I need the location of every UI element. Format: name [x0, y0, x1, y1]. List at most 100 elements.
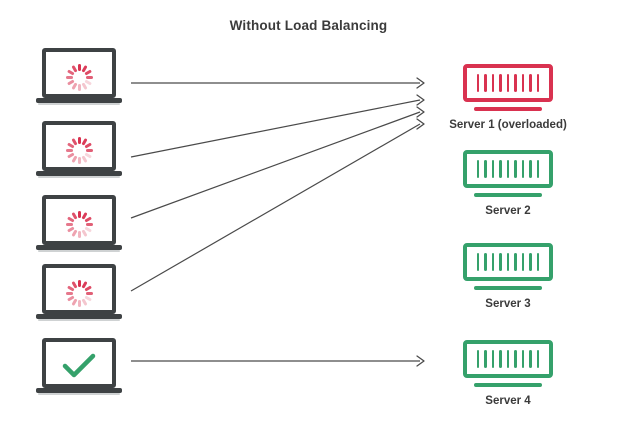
arrow-head [416, 118, 425, 130]
arrow-head [416, 106, 425, 118]
server-chassis [463, 64, 553, 102]
server-slot [536, 74, 540, 92]
arrow-shaft [130, 99, 421, 158]
server-slot [499, 160, 502, 178]
laptop-screen [42, 264, 116, 314]
page-title: Without Load Balancing [229, 18, 388, 33]
laptop-3 [36, 195, 122, 257]
server-stand [474, 286, 542, 290]
server-chassis [463, 150, 553, 188]
spinner-segment [77, 83, 81, 91]
spinner-segment [77, 210, 81, 218]
server-node-4: Server 4 [463, 340, 553, 407]
server-slot [476, 160, 480, 178]
arrow-1 [131, 77, 425, 89]
check-icon [62, 353, 96, 378]
laptop-foot-shadow [38, 393, 120, 395]
server-slot [521, 253, 525, 271]
laptop-foot-shadow [38, 250, 120, 252]
server-slot [506, 350, 510, 368]
laptop-base [36, 98, 122, 103]
laptop-foot-shadow [38, 103, 120, 105]
laptop-2 [36, 121, 122, 183]
laptop-foot-shadow [38, 176, 120, 178]
laptop-4 [36, 264, 122, 326]
server-slot [514, 253, 517, 271]
server-slot [476, 74, 480, 92]
spinner-segment [85, 75, 93, 79]
server-node-2: Server 2 [463, 150, 553, 217]
spinner-segment [65, 222, 73, 226]
server-label: Server 2 [485, 205, 531, 217]
laptop-foot-shadow [38, 319, 120, 321]
arrow-shaft [130, 123, 421, 292]
server-slot [521, 350, 525, 368]
server-slot [529, 350, 532, 368]
server-slot [484, 253, 487, 271]
server-slots [467, 154, 549, 184]
server-slot [536, 253, 540, 271]
server-stand [474, 193, 542, 197]
server-slot [491, 253, 495, 271]
server-slot [536, 160, 540, 178]
server-node-1: Server 1 (overloaded) [449, 64, 567, 131]
server-slot [476, 350, 480, 368]
server-slot [484, 160, 487, 178]
laptop-base [36, 314, 122, 319]
server-slot [484, 350, 487, 368]
laptop-base [36, 388, 122, 393]
arrow-head [416, 77, 425, 89]
spinner-segment [65, 291, 73, 295]
server-label: Server 1 (overloaded) [449, 119, 567, 131]
spinner-segment [77, 230, 81, 238]
server-label: Server 3 [485, 298, 531, 310]
laptop-screen [42, 48, 116, 98]
arrow-5 [131, 355, 425, 367]
server-label: Server 4 [485, 395, 531, 407]
spinner-segment [77, 156, 81, 164]
server-slot [491, 74, 495, 92]
server-slot [514, 350, 517, 368]
server-slot [506, 253, 510, 271]
server-chassis [463, 340, 553, 378]
server-slot [506, 74, 510, 92]
spinner-segment [77, 63, 81, 71]
laptop-base [36, 171, 122, 176]
server-slot [484, 74, 487, 92]
spinner-segment [65, 148, 73, 152]
spinner-segment [77, 136, 81, 144]
server-slot [536, 350, 540, 368]
server-slot [529, 253, 532, 271]
laptop-5 [36, 338, 122, 400]
laptop-screen [42, 338, 116, 388]
server-stand [474, 107, 542, 111]
arrow-3 [130, 106, 425, 219]
arrow-shaft [130, 111, 421, 219]
laptop-screen [42, 195, 116, 245]
arrow-head [416, 355, 425, 367]
server-slot [476, 253, 480, 271]
arrow-2 [130, 94, 425, 158]
server-slots [467, 68, 549, 98]
arrow-4 [130, 118, 425, 292]
spinner-segment [85, 222, 93, 226]
laptop-screen [42, 121, 116, 171]
server-chassis [463, 243, 553, 281]
server-slot [499, 253, 502, 271]
spinner-segment [77, 279, 81, 287]
spinner-segment [65, 75, 73, 79]
server-slot [521, 160, 525, 178]
arrow-head [416, 94, 425, 106]
server-slot [514, 74, 517, 92]
server-stand [474, 383, 542, 387]
server-slot [491, 160, 495, 178]
server-slot [529, 160, 532, 178]
server-node-3: Server 3 [463, 243, 553, 310]
spinner-segment [77, 299, 81, 307]
server-slot [491, 350, 495, 368]
server-slot [499, 350, 502, 368]
server-slots [467, 344, 549, 374]
laptop-base [36, 245, 122, 250]
server-slot [521, 74, 525, 92]
